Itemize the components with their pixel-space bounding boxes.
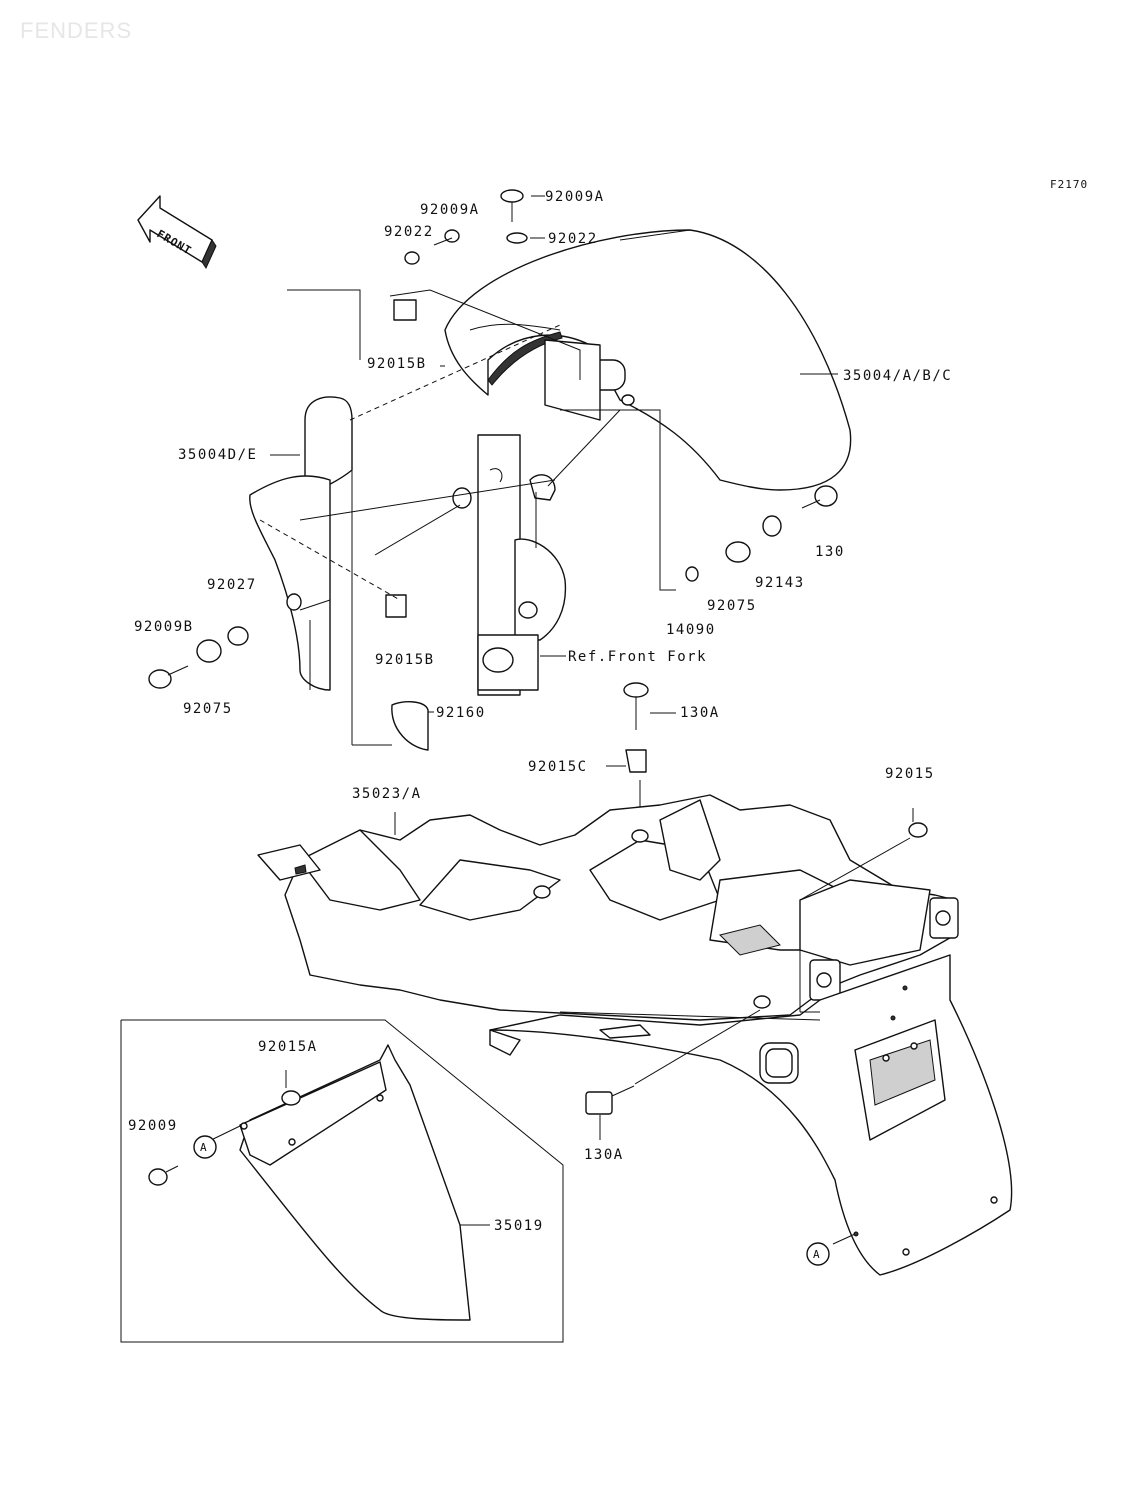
mudflap-inset-box: A [120, 1019, 564, 1343]
part-label-92015c: 92015C [528, 759, 588, 775]
ref-front-fork-label: Ref.Front Fork [568, 649, 707, 665]
rear-fender-part [489, 954, 1013, 1276]
part-label-92143: 92143 [755, 575, 805, 591]
part-label-14090: 14090 [666, 622, 716, 638]
svg-text:A: A [813, 1248, 821, 1261]
front-arrow-icon: FRONT [137, 195, 217, 270]
part-label-92009a-left: 92009A [420, 202, 480, 218]
part-label-92160: 92160 [436, 705, 486, 721]
part-label-92015b-top: 92015B [367, 356, 427, 372]
part-label-92022-left: 92022 [384, 224, 434, 240]
part-label-35004: 35004/A/B/C [843, 368, 952, 384]
part-label-92015b-bottom: 92015B [375, 652, 435, 668]
fasteners-lower [559, 808, 928, 1245]
part-label-130a-bottom: 130A [584, 1147, 624, 1163]
fasteners-upper [148, 189, 838, 773]
part-label-92075-right: 92075 [707, 598, 757, 614]
part-label-92022-right: 92022 [548, 231, 598, 247]
part-label-92015: 92015 [885, 766, 935, 782]
part-label-35019: 35019 [494, 1218, 544, 1234]
front-fork-part [477, 434, 567, 696]
part-label-92015a: 92015A [258, 1039, 318, 1055]
part-label-130a-top: 130A [680, 705, 720, 721]
part-label-35023a: 35023/A [352, 786, 422, 802]
part-label-92009a-top: 92009A [545, 189, 605, 205]
part-label-92075-left: 92075 [183, 701, 233, 717]
rear-inner-fender-part [257, 794, 959, 1021]
part-label-92027: 92027 [207, 577, 257, 593]
part-label-92009: 92009 [128, 1118, 178, 1134]
part-label-92009b: 92009B [134, 619, 194, 635]
leader-lines-upper [259, 195, 838, 830]
front-fender-part [444, 229, 852, 491]
section-watermark: FENDERS [20, 18, 133, 43]
part-label-130: 130 [815, 544, 845, 560]
part-label-35004de: 35004D/E [178, 447, 257, 463]
figure-code-label: F2170 [1050, 178, 1088, 191]
callout-marker-a-main: A [806, 1242, 830, 1266]
callout-marker-a-inset: A [200, 1141, 208, 1154]
